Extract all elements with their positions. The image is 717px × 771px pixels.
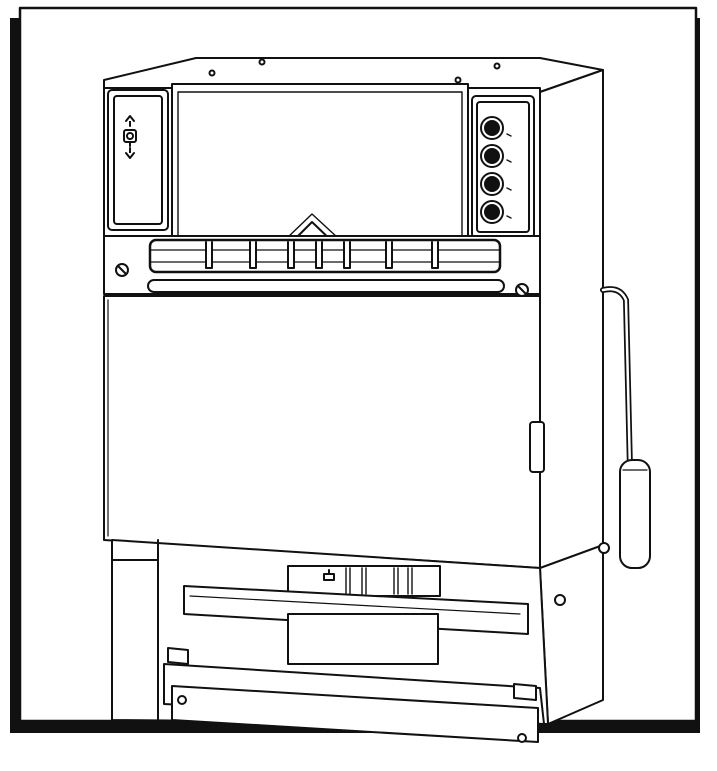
roller-clips: [205, 241, 439, 269]
knob-4[interactable]: [480, 200, 512, 224]
front-door-panel: [103, 295, 545, 569]
clamp-left-hinge-icon: [167, 647, 189, 665]
crank-grip: [619, 459, 651, 569]
knob-1[interactable]: [480, 116, 512, 140]
arrow-down-icon: [125, 147, 135, 159]
right-screw-icon: [515, 283, 529, 297]
tray-slot: [287, 613, 439, 665]
clamp-right-hinge-icon: [513, 683, 537, 701]
left-screw-icon: [115, 263, 129, 277]
crank-handle[interactable]: [600, 286, 651, 569]
cover-inner: [177, 91, 463, 239]
right-knob-panel: [471, 95, 535, 239]
toggle-switch-icon[interactable]: [123, 129, 137, 147]
knob-3[interactable]: [480, 172, 512, 196]
tray-guide-bar[interactable]: [183, 585, 529, 635]
roller-bar: [148, 238, 502, 274]
clamp-bar[interactable]: [171, 685, 539, 743]
feeder-back: [287, 565, 441, 597]
base-right-side: [539, 544, 604, 725]
lower-roller: [147, 279, 505, 293]
roller-assembly: [103, 235, 541, 297]
door-outline: [103, 295, 541, 569]
thumbscrew-icon[interactable]: [323, 569, 335, 581]
paper-feeder: [183, 565, 529, 665]
housing-right-side: [539, 69, 604, 586]
door-latch[interactable]: [529, 421, 545, 473]
left-panel-inset: [113, 95, 163, 225]
knob-2[interactable]: [480, 144, 512, 168]
feeder-springs: [345, 567, 413, 595]
bottom-clamp: [163, 647, 545, 743]
left-control-panel: [107, 89, 169, 231]
arrow-up-icon: [125, 115, 135, 127]
top-cover-window: [171, 83, 469, 245]
